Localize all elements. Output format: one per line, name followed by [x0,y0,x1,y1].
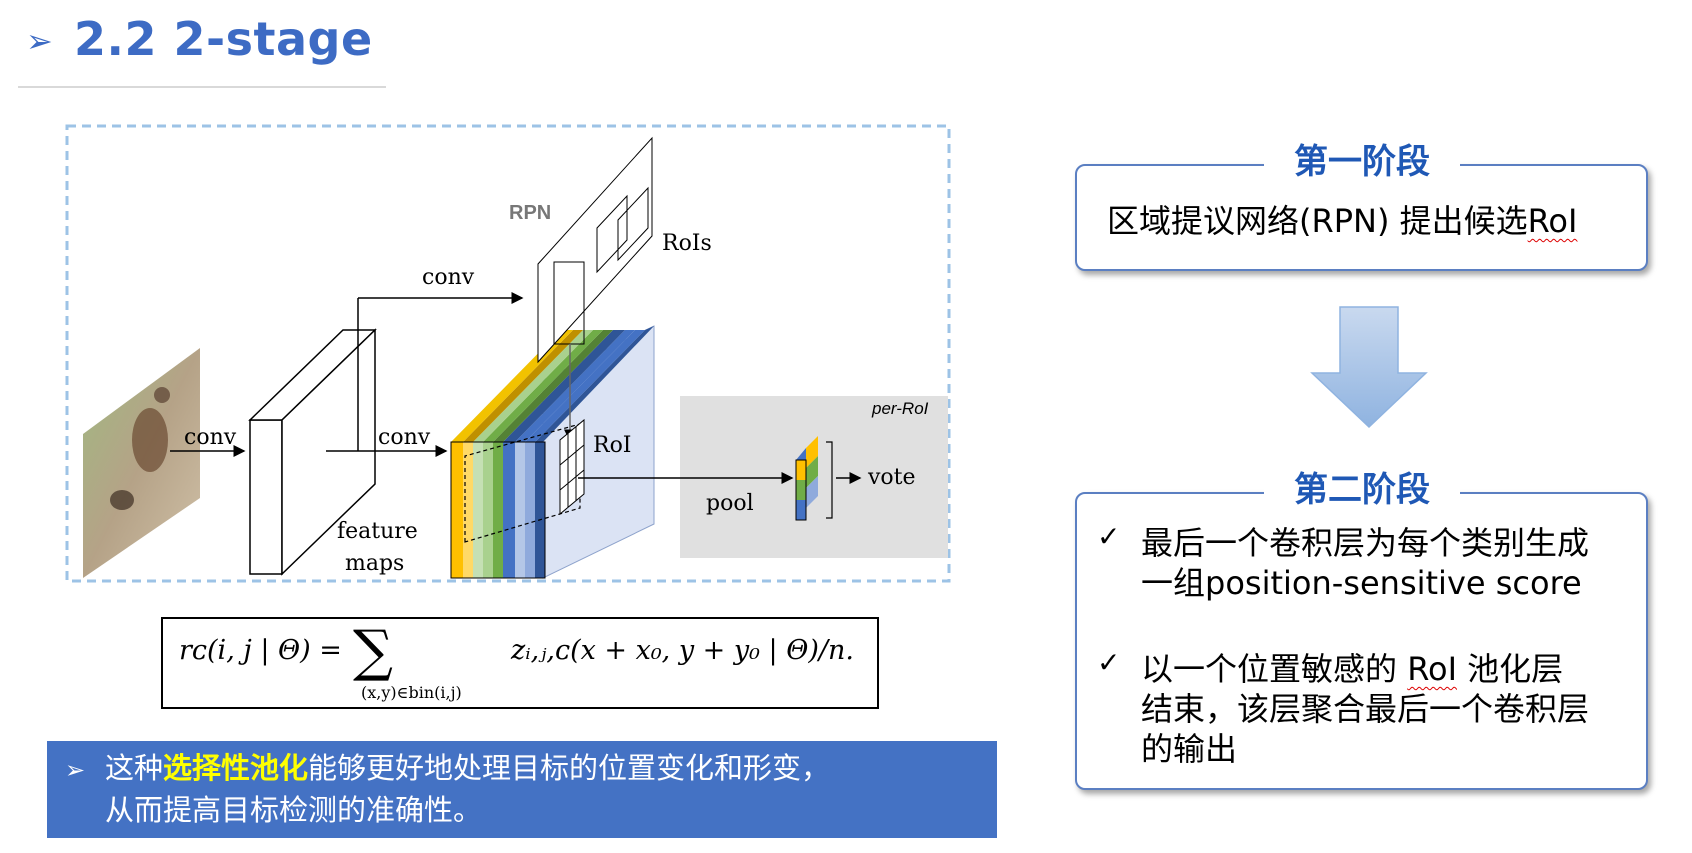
check-icon: ✓ [1097,520,1121,553]
stage2-item2-line2: 结束，该层聚合最后一个卷积层 [1141,690,1590,728]
conv-label-mid: conv [378,425,431,450]
page-title: 2.2 2-stage [74,12,373,66]
feature-map-front [249,419,283,575]
stage2-item2-line1: 以一个位置敏感的 RoI 池化层 [1141,644,1563,690]
conv-label-left: conv [184,425,237,450]
summary-note: ➢ 这种选择性池化能够更好地处理目标的位置变化和形变， 从而提高目标检测的准确性… [47,741,997,838]
conv-label-top: conv [422,265,475,290]
stage1-description: 区域提议网络(RPN) 提出候选RoI [1107,196,1577,242]
note-highlight: 选择性池化 [163,751,309,785]
vote-label: vote [867,465,916,490]
note-bullet-icon: ➢ [65,756,86,784]
rpn-label: RPN [509,202,551,224]
stage2-box: ✓ 最后一个卷积层为每个类别生成 一组position-sensitive sc… [1075,492,1648,790]
arrow-down-icon [1310,306,1428,429]
stage2-item2-pre: 以一个位置敏感的 [1141,650,1408,688]
formula-box: rᴄ(i, j | Θ) = ∑ (x,y)∈bin(i,j) zᵢ,ⱼ,ᴄ(x… [161,617,879,709]
stage1-label: 第一阶段 [1264,134,1460,183]
title-divider [18,86,386,88]
rider-shape [154,387,170,403]
rpn-box-2 [596,194,628,274]
formula-rhs: zᵢ,ⱼ,ᴄ(x + x₀, y + y₀ | Θ)/n. [511,635,854,666]
stage2-item2-roi: RoI [1407,650,1457,688]
note-text-post: 能够更好地处理目标的位置变化和形变， [308,751,831,785]
stage2-item1-line1: 最后一个卷积层为每个类别生成 [1141,524,1590,562]
per-roi-label: per-RoI [871,399,929,418]
check-icon: ✓ [1097,646,1121,679]
pooled-score-map [795,436,818,521]
roi-label: RoI [593,433,632,458]
pool-label: pool [706,491,754,516]
dog-shape [110,490,134,510]
formula-subscript: (x,y)∈bin(i,j) [361,683,462,702]
stage1-text: 区域提议网络(RPN) 提出候选 [1107,202,1528,240]
formula-lhs: rᴄ(i, j | Θ) = [179,635,342,666]
note-line-1: 这种选择性池化能够更好地处理目标的位置变化和形变， [105,747,830,789]
note-text-pre: 这种 [105,751,164,785]
note-line-2: 从而提高目标检测的准确性。 [105,793,483,827]
feature-map-side [281,328,376,576]
rpn-box-1 [553,261,585,345]
stage2-item2-line3: 的输出 [1141,730,1238,768]
stage2-item1-line2: 一组position-sensitive score [1141,564,1582,602]
stage1-roi: RoI [1527,202,1578,240]
maps-label: maps [345,551,404,576]
formula-sum-sign: ∑ [353,619,393,684]
stage2-label: 第二阶段 [1264,462,1460,511]
horse-shape [132,408,168,472]
rpn-box-3 [617,186,649,262]
figure-dashed-border [65,124,951,583]
rois-label: RoIs [662,231,712,256]
feature-label: feature [337,519,418,544]
title-bullet-icon: ➢ [26,22,53,60]
stage2-item2-post: 池化层 [1457,650,1564,688]
rpn-panel [537,136,653,364]
